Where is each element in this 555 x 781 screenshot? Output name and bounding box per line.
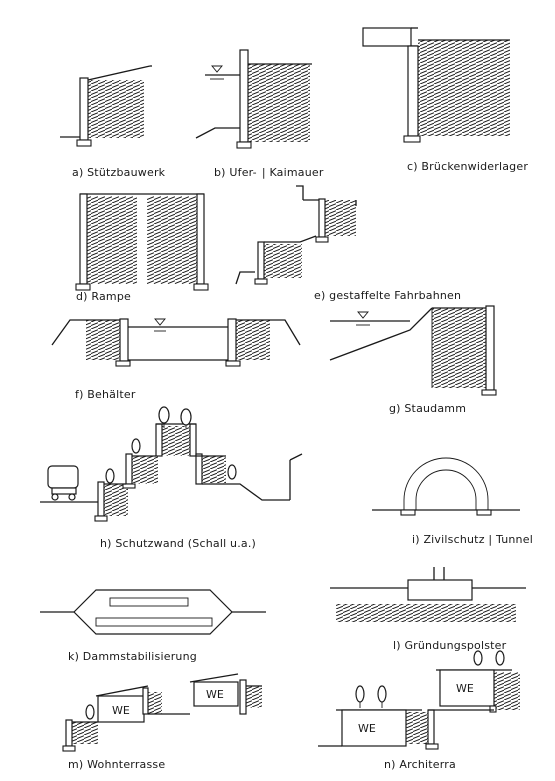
tree-icon	[355, 650, 505, 708]
panel-n-architerra: WE WE n) Architerra	[318, 650, 520, 771]
caption-g: g) Staudamm	[389, 402, 466, 415]
panel-e-staggered-roads: e) gestaffelte Fahrbahnen	[235, 185, 461, 302]
caption-c: c) Brückenwiderlager	[407, 160, 528, 173]
caption-h: h) Schutzwand (Schall u.a.)	[100, 537, 256, 550]
caption-b: b) Ufer- | Kaimauer	[214, 166, 324, 179]
caption-f: f) Behälter	[75, 388, 136, 401]
bridge-deck	[362, 27, 412, 47]
panel-c-bridge-abutment: c) Brückenwiderlager	[362, 27, 528, 173]
panel-f-container: f) Behälter	[51, 318, 301, 401]
caption-a: a) Stützbauwerk	[72, 166, 166, 179]
caption-m: m) Wohnterrasse	[68, 758, 165, 771]
street-lamp-icon	[289, 453, 303, 500]
truck-icon	[47, 465, 79, 501]
tree-icon	[85, 704, 95, 720]
caption-i: i) Zivilschutz | Tunnel	[412, 533, 533, 546]
panel-a-retaining-structure: a) Stützbauwerk	[60, 65, 166, 179]
caption-l: l) Gründungspolster	[393, 639, 507, 652]
dwelling-label: WE	[358, 722, 376, 735]
panel-i-tunnel: i) Zivilschutz | Tunnel	[372, 457, 533, 546]
water-level-symbol	[330, 311, 410, 326]
panel-k-embankment-stabilization: k) Dammstabilisierung	[40, 589, 266, 663]
panel-g-dam: g) Staudamm	[329, 305, 497, 415]
caption-d: d) Rampe	[76, 290, 131, 303]
dwelling-label: WE	[206, 688, 224, 701]
water-level-symbol	[128, 318, 228, 332]
panel-d-ramp: d) Rampe	[75, 193, 209, 303]
tree-icon	[105, 406, 237, 484]
panel-l-foundation-pad: l) Gründungspolster	[330, 567, 526, 652]
water-level-symbol	[205, 65, 240, 80]
caption-k: k) Dammstabilisierung	[68, 650, 197, 663]
caption-n: n) Architerra	[384, 758, 456, 771]
panel-h-protective-wall: h) Schutzwand (Schall u.a.)	[40, 406, 303, 550]
dwelling-label: WE	[112, 704, 130, 717]
caption-e: e) gestaffelte Fahrbahnen	[314, 289, 461, 302]
panel-m-residential-terrace: WE WE m) Wohnterrasse	[62, 673, 262, 771]
panel-b-quay-wall: b) Ufer- | Kaimauer	[195, 49, 324, 179]
dwelling-label: WE	[456, 682, 474, 695]
